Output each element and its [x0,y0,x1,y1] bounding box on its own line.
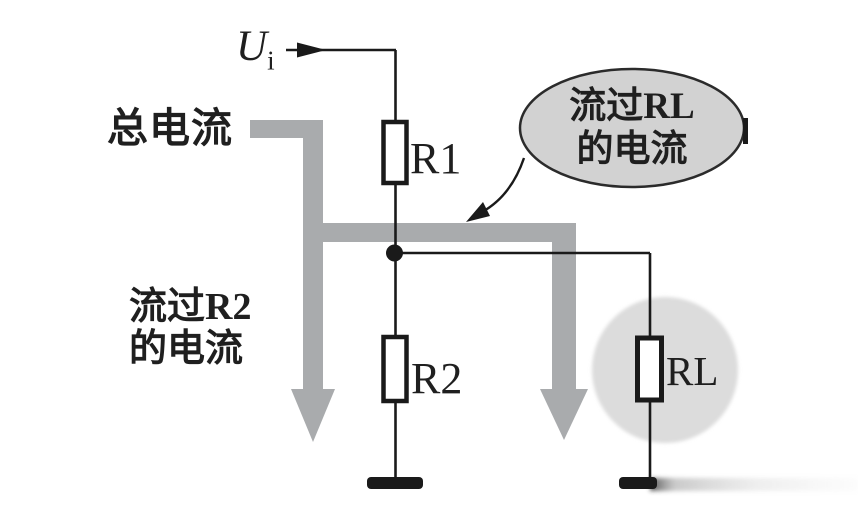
input-voltage-subscript: i [267,45,275,76]
input-voltage-symbol: U [236,23,268,70]
callout-text-line1: 流过RL [569,86,695,127]
resistor-r1 [381,119,409,186]
r2-current-label: 流过R2 的电流 [129,286,251,370]
ground-symbol-r2 [367,477,423,489]
page-shadow-streak [650,478,858,491]
rl-current-vertical-segment [552,223,576,391]
total-current-flow-arrow [250,120,335,442]
rl-current-flow-arrow [303,223,588,440]
resistor-rl [635,335,664,403]
r2-label: R2 [411,354,463,403]
scan-artifact-mark [743,118,748,144]
input-arrowhead-icon [297,42,326,58]
callout-arrowhead-icon [466,202,490,222]
r1-label: R1 [410,134,462,183]
rl-highlight-circle [592,297,738,443]
total-current-label: 总电流 [107,105,233,151]
resistor-r2 [381,334,409,404]
junction-node-dot [386,244,403,262]
callout-leader-curve [481,157,526,214]
r2-current-label-line2: 的电流 [129,328,244,370]
input-voltage-label: Ui [236,22,275,74]
rl-label: RL [666,348,719,394]
callout-text: 流过RL 的电流 [519,78,745,178]
ground-symbol-rl [619,477,657,489]
wires [286,48,652,478]
r2-current-arrowhead-icon [291,389,335,442]
rl-current-arrowhead-icon [540,389,588,440]
rl-current-horizontal-segment [303,223,576,242]
total-current-vertical-segment [303,120,323,391]
r2-current-label-line1: 流过R2 [129,286,252,328]
callout-text-line2: 的电流 [576,129,688,170]
